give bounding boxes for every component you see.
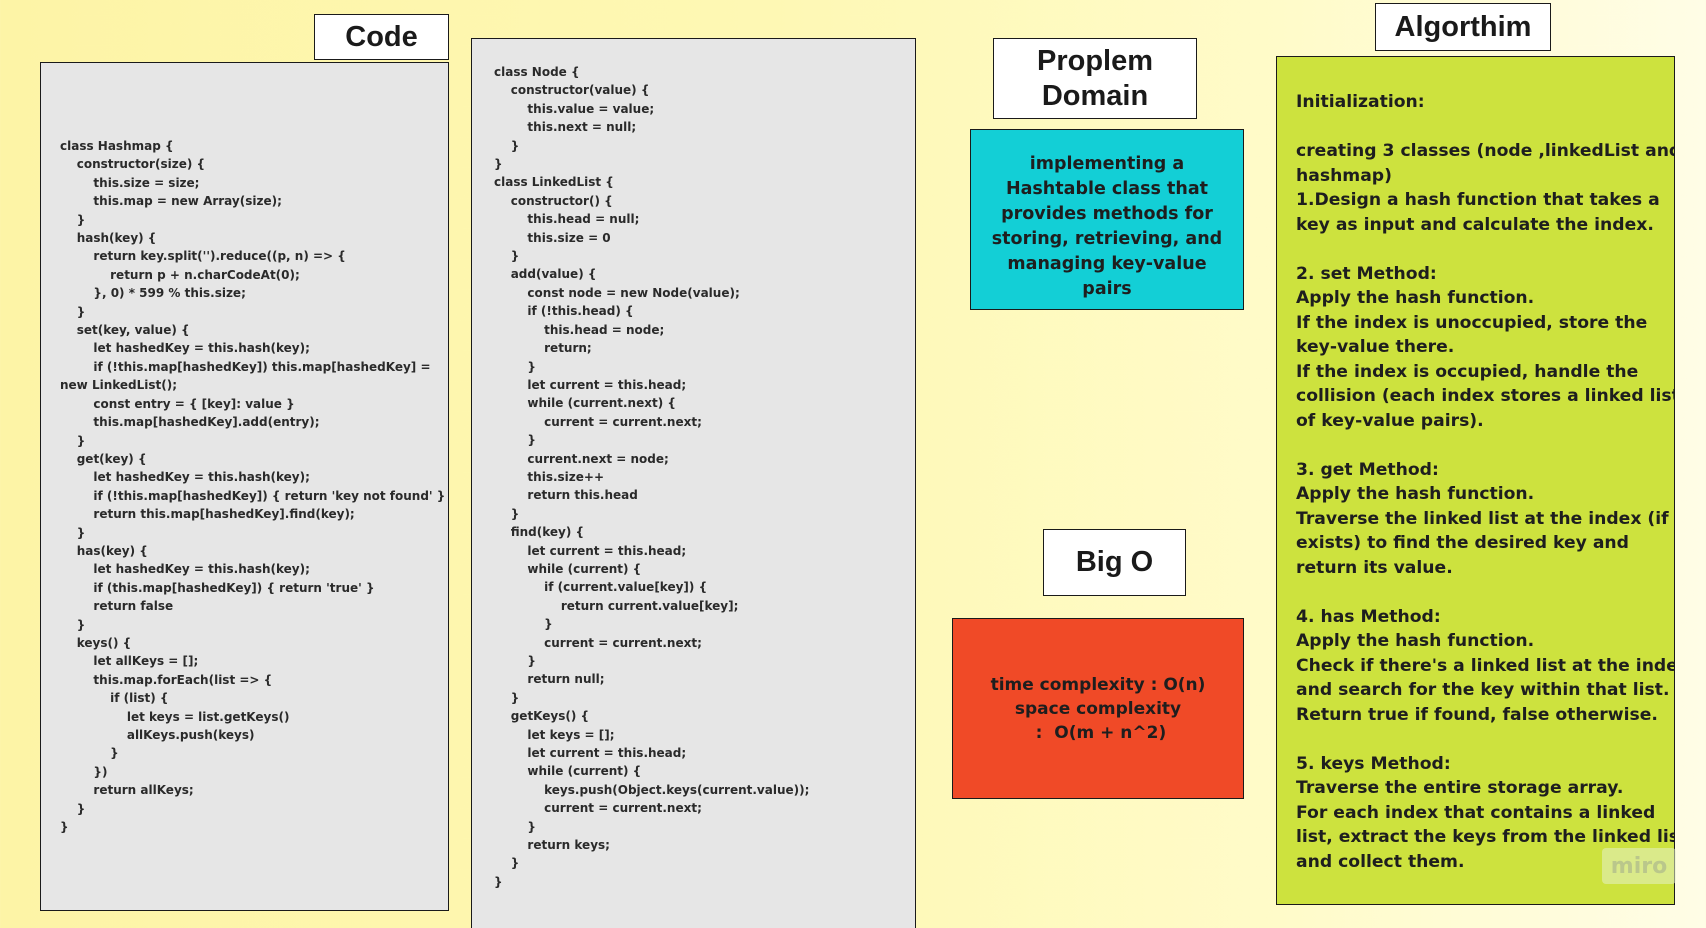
time-complexity-value: : O(n): [1144, 674, 1206, 695]
space-complexity-label: space complexity: [1014, 698, 1182, 719]
code-title: Code: [314, 14, 449, 60]
linkedlist-code-panel: class Node { constructor(value) { this.v…: [471, 38, 916, 928]
hashmap-code-panel: class Hashmap { constructor(size) { this…: [40, 62, 449, 911]
big-o-title: Big O: [1043, 529, 1186, 596]
code-title-text: Code: [345, 20, 418, 53]
time-complexity-label: time complexity: [990, 674, 1145, 695]
algorithm-text: Initialization: creating 3 classes (node…: [1296, 92, 1674, 872]
problem-domain-text: implementing a Hashtable class that prov…: [991, 153, 1223, 299]
algorithm-title-text: Algorthim: [1394, 10, 1532, 43]
hashmap-code-text: class Hashmap { constructor(size) { this…: [60, 139, 446, 835]
algorithm-title: Algorthim: [1375, 3, 1551, 51]
miro-watermark-logo: miro: [1602, 848, 1676, 884]
time-complexity-line: time complexity : O(n): [991, 673, 1206, 697]
problem-domain-card: implementing a Hashtable class that prov…: [970, 129, 1244, 310]
problem-domain-title-text: Proplem Domain: [1036, 44, 1154, 112]
space-complexity-line: space complexity : O(m + n^2): [953, 697, 1243, 745]
space-complexity-value: : O(m + n^2): [1029, 722, 1167, 743]
problem-domain-title: Proplem Domain: [993, 38, 1197, 119]
big-o-title-text: Big O: [1075, 546, 1154, 579]
algorithm-card: Initialization: creating 3 classes (node…: [1276, 56, 1675, 905]
linkedlist-code-text: class Node { constructor(value) { this.v…: [494, 65, 810, 889]
big-o-card: time complexity : O(n) space complexity …: [952, 618, 1244, 799]
